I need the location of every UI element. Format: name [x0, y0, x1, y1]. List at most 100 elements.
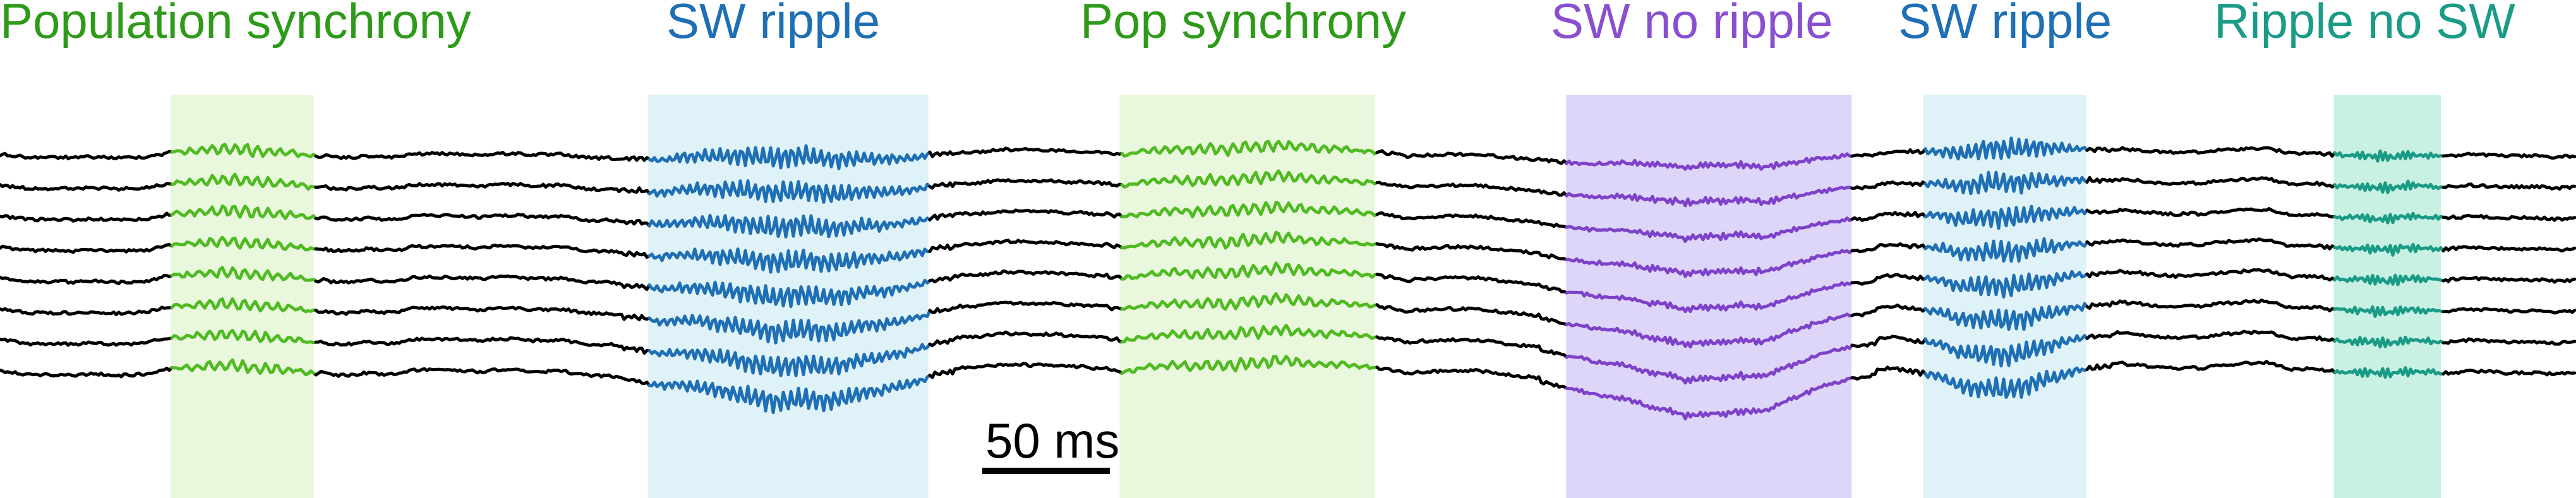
event-band: [1119, 95, 1375, 498]
channel-trace-segment: [2441, 307, 2576, 315]
channel-trace-segment: [1120, 230, 1379, 250]
channel-trace-segment: [1375, 181, 1568, 198]
channel-trace-segment: [0, 305, 174, 316]
channel-trace-segment: [1375, 273, 1568, 295]
channel-trace-segment: [2085, 329, 2337, 343]
event-label-sw-no-ripple: SW no ripple: [1551, 0, 1833, 49]
channel-trace-segment: [0, 273, 174, 285]
channel-trace-segment: [2441, 245, 2576, 253]
channel-trace-segment: [2441, 182, 2576, 191]
channel-trace-segment: [647, 342, 932, 377]
channel-trace-segment: [2085, 207, 2337, 219]
channel-trace-segment: [1850, 335, 1927, 348]
channel-trace-segment: [0, 182, 174, 192]
channel-trace-segment: [647, 179, 932, 204]
channel-trace-segment: [1923, 237, 2089, 263]
channel-trace-segment: [928, 239, 1124, 253]
channel-trace-segment: [1565, 216, 1854, 243]
channel-trace-segment: [1850, 242, 1927, 254]
channel-trace-segment: [1120, 324, 1379, 344]
channel-trace-segment: [1565, 281, 1854, 314]
channel-trace-segment: [1923, 270, 2089, 299]
channel-trace-segment: [2333, 242, 2445, 257]
channel-trace-segment: [1923, 334, 2089, 368]
channel-trace-segment: [314, 151, 651, 162]
scale-bar-label: 50 ms: [985, 413, 1119, 468]
channel-trace-segment: [1375, 211, 1568, 229]
channel-trace-segment: [647, 278, 932, 309]
event-band: [171, 95, 314, 498]
channel-trace-segment: [2333, 305, 2445, 318]
channel-trace-segment: [170, 358, 318, 377]
channel-trace-segment: [647, 213, 932, 239]
channel-trace-segment: [170, 266, 318, 283]
channel-trace-segment: [1120, 201, 1379, 218]
channel-trace-segment: [2085, 146, 2337, 158]
channel-trace-segment: [1565, 312, 1854, 349]
channel-trace-segment: [1923, 170, 2089, 196]
channel-trace-segment: [2333, 149, 2445, 163]
channel-trace-segment: [2085, 299, 2337, 312]
channel-trace-segment: [1565, 249, 1854, 278]
channel-trace-segment: [1850, 211, 1927, 222]
channel-trace-segment: [2085, 175, 2337, 189]
channel-trace-segment: [2085, 268, 2337, 282]
channel-trace-segment: [1923, 366, 2089, 399]
channel-trace-segment: [1850, 365, 1927, 381]
channel-trace-segment: [314, 367, 651, 388]
channel-trace-segment: [1565, 376, 1854, 420]
channel-trace-segment: [1375, 365, 1568, 390]
event-label-population-synchrony: Population synchrony: [0, 0, 471, 49]
channel-trace-segment: [1850, 303, 1927, 317]
channel-trace-segment: [2333, 273, 2445, 287]
channel-trace-segment: [170, 297, 318, 314]
channel-trace-segment: [2441, 276, 2576, 284]
channel-trace-segment: [928, 269, 1124, 283]
channel-trace-segment: [928, 178, 1124, 190]
channel-trace-segment: [647, 309, 932, 345]
channel-trace-segment: [928, 300, 1124, 314]
channel-trace-segment: [1120, 261, 1379, 281]
channel-trace-segment: [1120, 292, 1379, 311]
channel-trace-segment: [647, 247, 932, 274]
channel-trace-segment: [928, 330, 1124, 348]
channel-trace-segment: [1565, 152, 1854, 171]
channel-trace-segment: [2333, 211, 2445, 225]
channel-trace-segment: [1375, 335, 1568, 359]
channel-trace-segment: [928, 362, 1124, 379]
channel-trace-segment: [170, 235, 318, 252]
event-label-pop-synchrony: Pop synchrony: [1080, 0, 1406, 49]
channel-trace-segment: [314, 244, 651, 259]
channel-trace-segment: [647, 144, 932, 170]
channel-trace-segment: [314, 212, 651, 228]
channel-trace-segment: [2441, 151, 2576, 160]
channel-trace-segment: [1375, 149, 1568, 165]
channel-trace-segment: [314, 181, 651, 196]
channel-trace-segment: [0, 336, 174, 347]
channel-trace-segment: [1923, 302, 2089, 331]
channel-trace-segment: [170, 172, 318, 191]
channel-trace-segment: [170, 204, 318, 220]
channel-trace-segment: [1850, 180, 1927, 191]
channel-trace-segment: [2441, 337, 2576, 346]
event-band: [2333, 95, 2441, 498]
channel-trace-segment: [1375, 242, 1568, 261]
channel-trace-segment: [1923, 205, 2089, 230]
channel-trace-segment: [2441, 369, 2576, 377]
event-label-sw-ripple-2: SW ripple: [1898, 0, 2112, 49]
channel-trace-segment: [1565, 186, 1854, 208]
channel-trace-segment: [1120, 139, 1379, 158]
channel-trace-segment: [314, 336, 651, 355]
channel-trace-segment: [2333, 335, 2445, 349]
channel-trace-segment: [928, 146, 1124, 158]
channel-trace-segment: [1850, 273, 1927, 286]
channel-trace-segment: [1565, 343, 1854, 385]
channel-trace-segment: [2085, 360, 2337, 375]
channel-trace-segment: [0, 211, 174, 223]
scale-bar: 50 ms: [982, 413, 1119, 474]
channel-trace-segment: [2333, 179, 2445, 194]
channel-trace-segment: [1850, 147, 1927, 158]
channel-trace-segment: [1120, 169, 1379, 189]
channel-trace-segment: [2333, 366, 2445, 379]
